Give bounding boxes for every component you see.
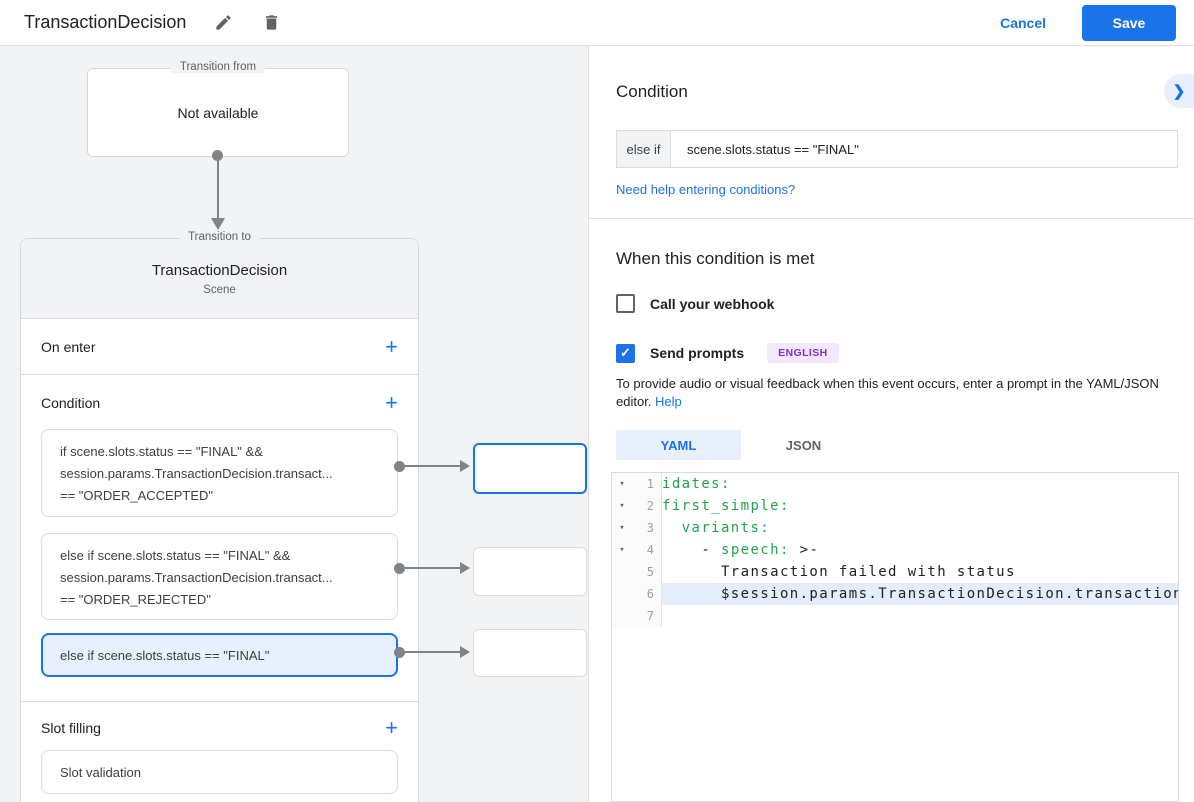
editor-line: ▾ 3 variants: [612,517,1178,539]
connector-dot [212,150,223,161]
connector-line [217,160,219,218]
help-link[interactable]: Help [655,394,682,409]
on-enter-section: On enter + [21,319,418,375]
divider [589,218,1194,219]
page-title: TransactionDecision [24,12,187,32]
top-bar: TransactionDecision Cancel Save [0,0,1194,46]
scene-type: Scene [203,283,236,296]
transition-target-node-3[interactable] [473,629,587,677]
slot-validation-card[interactable]: Slot validation [41,750,398,794]
transition-from-box: Transition from Not available [87,61,349,157]
transition-target-node-2[interactable] [473,547,587,596]
save-button[interactable]: Save [1082,4,1176,41]
connector-line [403,567,461,569]
flow-canvas: Transition from Not available Transition… [0,46,588,802]
slot-filling-section: Slot filling + Slot validation [21,702,418,802]
add-on-enter-button[interactable]: + [385,333,398,359]
panel-title: Condition [616,82,688,101]
condition-expression-input[interactable]: scene.slots.status == "FINAL" [687,141,859,157]
trash-icon [265,15,277,30]
webhook-row: Call your webhook [616,294,774,313]
condition-card-final-selected[interactable]: else if scene.slots.status == "FINAL" [41,633,398,677]
chevron-right-icon: ❯ [1172,83,1186,100]
else-if-prefix: else if [617,131,671,167]
when-condition-met-title: When this condition is met [616,249,815,268]
connector-line [403,465,461,467]
editor-line: 5 Transaction failed with status [612,561,1178,583]
slot-filling-label: Slot filling [41,720,101,736]
scene-name: TransactionDecision [151,261,288,279]
editor-line: ▾ 4 - speech: >- [612,539,1178,561]
condition-section: Condition + if scene.slots.status == "FI… [21,375,418,702]
call-webhook-label: Call your webhook [650,295,775,312]
transition-from-value: Not available [177,104,259,121]
arrow-right-icon [460,562,470,574]
fold-arrow-icon[interactable]: ▾ [612,517,632,539]
condition-label: Condition [41,395,101,411]
add-condition-button[interactable]: + [385,390,398,415]
transition-to-legend: Transition to [179,231,260,243]
tab-json[interactable]: JSON [785,437,822,453]
arrow-right-icon [460,646,470,658]
connector-dot [394,647,405,658]
editor-line: 7 [612,605,1178,627]
send-prompts-label: Send prompts [650,345,745,361]
connector-dot [394,461,405,472]
editor-line-active: 6 $session.params.TransactionDecision.tr… [612,583,1178,605]
condition-card-order-accepted[interactable]: if scene.slots.status == "FINAL" && sess… [41,429,398,517]
arrow-down-icon [211,218,225,230]
language-badge: ENGLISH [767,343,839,363]
condition-input-row: else if scene.slots.status == "FINAL" [616,130,1178,168]
condition-detail-panel: ❯ Condition else if scene.slots.status =… [588,46,1194,802]
scene-header: TransactionDecision Scene [21,239,418,319]
editor-line: ▾ 2 first_simple: [612,495,1178,517]
tab-yaml[interactable]: YAML [616,430,741,460]
add-slot-button[interactable]: + [385,715,398,740]
edit-button[interactable] [212,12,234,34]
transition-to-box: Transition to TransactionDecision Scene … [20,231,419,802]
delete-button[interactable] [260,12,282,34]
send-prompts-checkbox[interactable]: ✓ [616,343,635,363]
checkmark-icon: ✓ [620,345,631,360]
editor-line: ▾ 1 idates: [612,473,1178,495]
cancel-button[interactable]: Cancel [1000,14,1046,31]
call-webhook-checkbox[interactable] [616,294,635,313]
connector-line [403,651,461,653]
transition-target-node-1[interactable] [473,443,587,494]
arrow-right-icon [460,460,470,472]
connector-dot [394,563,405,574]
conditions-help-link[interactable]: Need help entering conditions? [616,182,796,197]
yaml-code-editor[interactable]: ▾ 1 idates: ▾ 2 first_simple: ▾ 3 varian… [611,472,1179,802]
fold-arrow-icon[interactable]: ▾ [612,473,632,495]
prompt-hint-text: To provide audio or visual feedback when… [616,376,1159,409]
on-enter-label: On enter [41,338,96,355]
send-prompts-row: ✓ Send prompts ENGLISH [616,343,839,363]
pencil-icon [216,15,231,30]
fold-arrow-icon[interactable]: ▾ [612,495,632,517]
editor-tabs: YAML JSON [616,430,866,460]
collapse-panel-button[interactable]: ❯ [1164,74,1194,108]
fold-arrow-icon[interactable]: ▾ [612,539,632,561]
transition-from-legend: Transition from [170,61,266,73]
condition-card-order-rejected[interactable]: else if scene.slots.status == "FINAL" &&… [41,533,398,620]
